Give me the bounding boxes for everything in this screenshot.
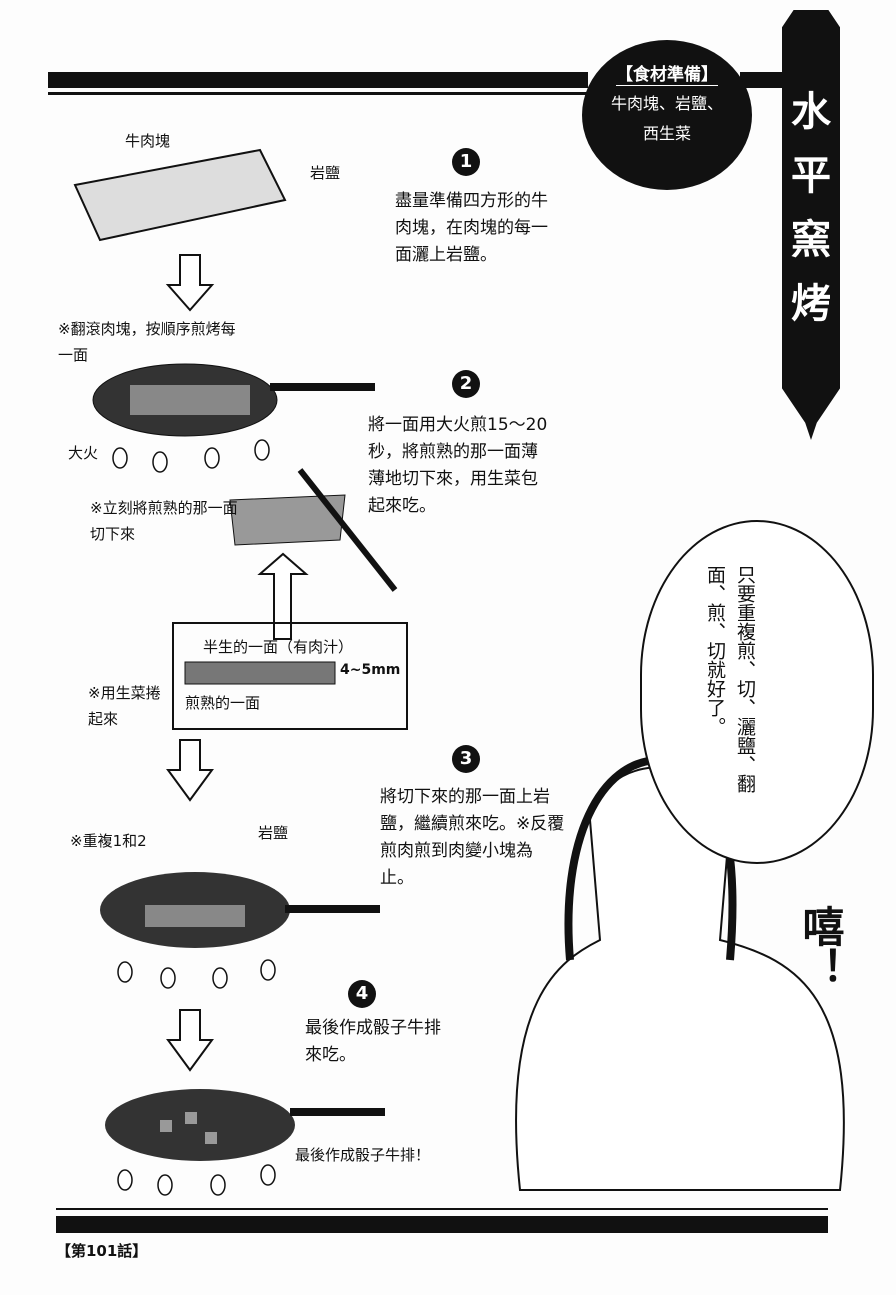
title-banner [782, 10, 840, 440]
beef-slice [184, 661, 336, 685]
up-arrow [257, 552, 309, 640]
chapter-label: 【第101話】 [56, 1242, 148, 1260]
step-4-number: 4 [348, 980, 376, 1008]
step-4-text: 最後作成骰子牛排來吃。 [305, 1018, 441, 1065]
pan-handle [270, 383, 375, 391]
ingredients-bubble: 【食材準備】 牛肉塊、岩鹽、 西生菜 [582, 40, 752, 190]
label-salt: 岩鹽 [310, 164, 341, 182]
label-beef: 牛肉塊 [125, 132, 171, 150]
step-2-number: 2 [452, 370, 480, 398]
speech-text: 只要重複煎、切、灑鹽、翻面、煎、切就好了。 [704, 565, 756, 793]
down-arrow [165, 254, 215, 312]
footer-bar [56, 1216, 828, 1233]
flame-icons [112, 439, 276, 1196]
page-title: 水平窯烤 [791, 89, 831, 327]
beef-in-pan [130, 385, 250, 415]
footer-line [56, 1208, 828, 1210]
label-repeat: ※重複1和2 [70, 832, 147, 850]
label-cooked-side: 煎熟的一面 [185, 694, 261, 712]
step-1-number: 1 [452, 148, 480, 176]
step-1-text: 盡量準備四方形的牛肉塊，在肉塊的每一面灑上岩鹽。 [395, 191, 548, 265]
label-final: 最後作成骰子牛排！ [295, 1146, 431, 1164]
step-2-text: 將一面用大火煎15～20秒，將煎熟的那一面薄薄地切下來，用生菜包起來吃。 [368, 415, 548, 516]
label-salt-2: 岩鹽 [258, 824, 289, 842]
label-wrap: ※用生菜捲起來 [88, 684, 161, 728]
beef-block [73, 148, 287, 242]
ingredients-heading: 【食材準備】 [616, 60, 718, 86]
cross-section-box [172, 622, 408, 730]
step-3-text: 將切下來的那一面上岩鹽，繼續煎來吃。※反覆煎肉煎到肉變小塊為止。 [380, 787, 565, 888]
ingredients-line1: 牛肉塊、岩鹽、 [610, 94, 723, 113]
ingredients-line2: 西生菜 [642, 124, 691, 143]
down-arrow-3 [166, 1009, 214, 1072]
label-thickness: 4~5mm [340, 662, 401, 678]
header-bar [48, 72, 588, 88]
label-high-heat: 大火 [68, 444, 99, 462]
step-3-number: 3 [452, 745, 480, 773]
label-flip: ※翻滾肉塊，按順序煎烤每一面 [58, 320, 236, 364]
label-rare-side: 半生的一面（有肉汁） [203, 638, 354, 656]
down-arrow-2 [166, 739, 214, 802]
sfx-text: 嘻！ [796, 905, 845, 989]
label-cut: ※立刻將煎熟的那一面切下來 [90, 499, 238, 543]
knife [297, 468, 398, 592]
header-bar-right [740, 72, 785, 88]
header-line [48, 92, 588, 95]
beef-cut [229, 494, 346, 546]
frying-pan-3 [105, 1089, 295, 1161]
speech-bubble [640, 520, 874, 864]
